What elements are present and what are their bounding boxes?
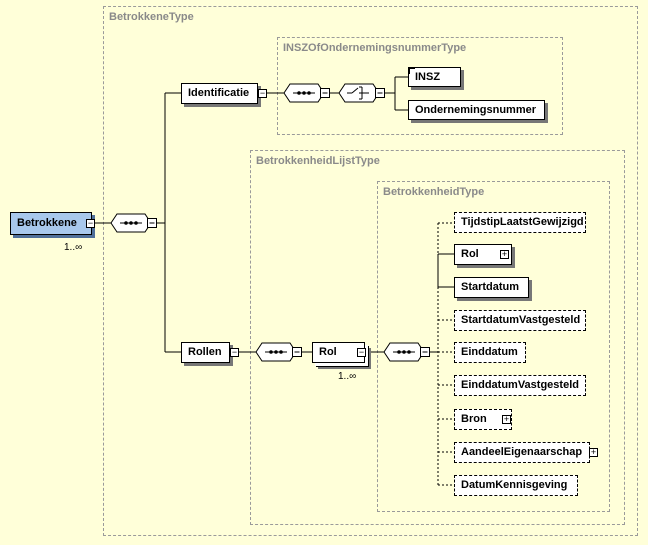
region-label: BetrokkenheidType	[383, 186, 485, 198]
expand-icon[interactable]: +	[502, 414, 511, 424]
betrokkene-element[interactable]: Betrokkene −	[10, 212, 95, 235]
element-label: Identificatie	[188, 87, 250, 99]
expand-icon[interactable]: +	[500, 249, 509, 259]
cardinality-label: 1..∞	[64, 242, 83, 253]
element-label: Ondernemingsnummer	[415, 103, 537, 116]
sequence-compositor-icon[interactable]	[283, 82, 331, 106]
element-label: INSZ	[415, 70, 441, 83]
element-label: DatumKennisgeving	[461, 479, 568, 491]
lijst-type-region: BetrokkenheidLijstType	[250, 150, 625, 525]
collapse-icon[interactable]: −	[258, 88, 267, 98]
element-label: AandeelEigenaarschap	[461, 446, 583, 458]
einddatum-element[interactable]: Einddatum	[454, 342, 526, 363]
bron-element[interactable]: Bron +	[454, 409, 512, 430]
region-label: BetrokkeneType	[109, 11, 194, 23]
tijdstip-element[interactable]: TijdstipLaatstGewijzigd	[454, 212, 586, 233]
startdatum-vastgesteld-element[interactable]: StartdatumVastgesteld	[454, 310, 586, 331]
rol-child-element[interactable]: Rol +	[454, 244, 512, 265]
element-label: Rol	[461, 248, 479, 260]
region-label: INSZOfOndernemingsnummerType	[283, 42, 467, 54]
einddatum-vastgesteld-element[interactable]: EinddatumVastgesteld	[454, 375, 586, 396]
element-label: Bron	[461, 413, 487, 425]
insz-element[interactable]: INSZ	[408, 67, 461, 87]
element-label: EinddatumVastgesteld	[461, 379, 579, 391]
region-label: BetrokkenheidLijstType	[256, 155, 380, 167]
element-label: Startdatum	[461, 281, 520, 293]
collapse-icon[interactable]: −	[86, 218, 95, 228]
collapse-icon[interactable]: −	[230, 347, 239, 357]
element-label: Betrokkene	[17, 217, 77, 229]
betrokkene-type-region: BetrokkeneType	[103, 6, 638, 536]
aandeel-element[interactable]: AandeelEigenaarschap +	[454, 442, 598, 463]
startdatum-element[interactable]: Startdatum	[454, 277, 529, 298]
element-label: TijdstipLaatstGewijzigd	[461, 216, 584, 228]
rol-element[interactable]: Rol −	[312, 342, 366, 363]
identificatie-element[interactable]: Identificatie −	[181, 83, 267, 104]
element-label: Einddatum	[461, 346, 518, 358]
datum-kennisgeving-element[interactable]: DatumKennisgeving	[454, 475, 578, 496]
element-label: StartdatumVastgesteld	[461, 314, 581, 326]
multi-stack-shadow	[13, 215, 97, 241]
element-label: Rol	[319, 346, 337, 358]
insz-type-region: INSZOfOndernemingsnummerType	[277, 37, 563, 135]
ondernemingsnummer-element[interactable]: Ondernemingsnummer	[408, 100, 545, 120]
betrokkenheid-type-region: BetrokkenheidType	[377, 181, 610, 512]
rollen-element[interactable]: Rollen −	[181, 342, 239, 363]
simple-type-icon	[409, 68, 415, 74]
choice-compositor-icon[interactable]	[338, 82, 386, 106]
sequence-compositor-icon[interactable]	[255, 341, 303, 365]
expand-icon[interactable]: +	[589, 447, 598, 457]
sequence-compositor-icon[interactable]	[383, 341, 431, 365]
collapse-icon[interactable]: −	[357, 347, 366, 357]
cardinality-label: 1..∞	[338, 371, 357, 382]
sequence-compositor-icon[interactable]	[110, 212, 158, 236]
element-label: Rollen	[188, 346, 222, 358]
